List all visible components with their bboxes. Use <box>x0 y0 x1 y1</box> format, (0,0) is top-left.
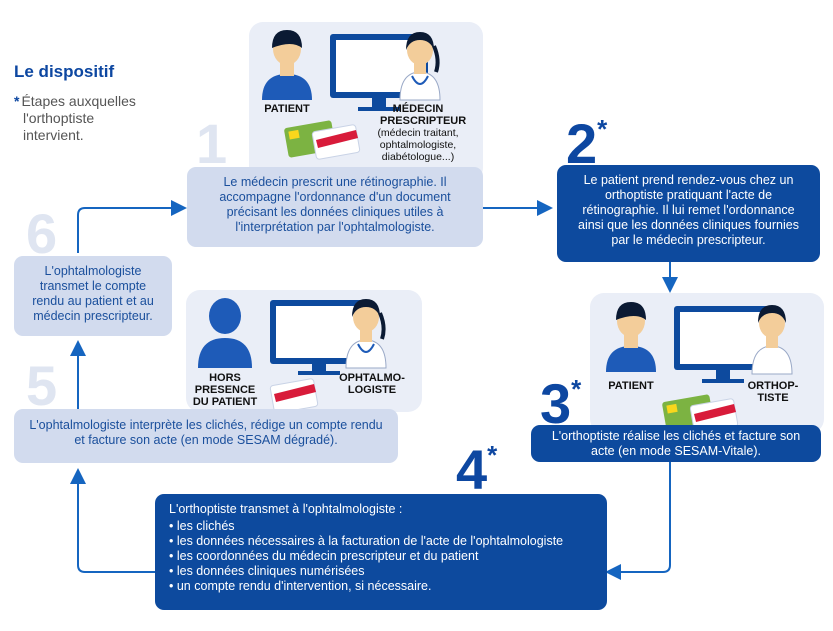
page-title: Le dispositif <box>14 62 115 81</box>
orthoptist-figure <box>751 305 793 375</box>
step-2-text: Le patient prend rendez-vous chez un ort… <box>578 173 799 247</box>
list-item: les données nécessaires à la facturation… <box>169 534 593 549</box>
step-3-box: L'orthoptiste réalise les clichés et fac… <box>531 425 821 462</box>
step-6-text: L'ophtalmologiste transmet le compte ren… <box>32 264 154 323</box>
vitale-card-icon-left <box>269 378 319 414</box>
vitale-card-icon-right <box>662 394 739 434</box>
vitale-card-icon <box>284 120 361 160</box>
ophtalmo-label: OPHTALMO-LOGISTE <box>339 372 405 396</box>
step-2-number: 2* <box>566 112 608 175</box>
monitor-icon-left <box>270 300 368 375</box>
arrow-6-1 <box>77 200 187 253</box>
legend-line-2: l'orthoptiste <box>23 110 95 126</box>
doctor-sublabel: (médecin traitant, ophtalmologiste, diab… <box>377 127 459 163</box>
patient-figure <box>262 30 312 100</box>
step-1-text: Le médecin prescrit une rétinographie. I… <box>219 175 451 234</box>
step-6-box: L'ophtalmologiste transmet le compte ren… <box>14 256 172 336</box>
step-5-text: L'ophtalmologiste interprète les clichés… <box>29 418 383 447</box>
patient-label-top: PATIENT <box>264 103 310 115</box>
step-3-number: 3* <box>540 372 582 435</box>
doctor-label: MÉDECIN PRESCRIPTEUR <box>380 103 467 127</box>
orthoptist-label: ORTHOP-TISTE <box>747 380 799 404</box>
step-1-number: 1 <box>196 112 228 175</box>
legend-line-1: Étapes auxquelles <box>21 93 136 109</box>
absent-patient-label: HORS PRESENCE DU PATIENT <box>192 372 258 408</box>
patient-figure-right <box>606 302 656 372</box>
step-6-number: 6 <box>26 202 58 265</box>
doctor-figure <box>399 32 441 101</box>
monitor-icon-right <box>674 306 772 383</box>
list-item: un compte rendu d'intervention, si néces… <box>169 579 593 594</box>
legend: *Étapes auxquelles l'orthoptiste intervi… <box>14 93 174 144</box>
step-2-box: Le patient prend rendez-vous chez un ort… <box>557 165 820 262</box>
patient-label-right: PATIENT <box>608 380 654 392</box>
step-4-intro: L'orthoptiste transmet à l'ophtalmologis… <box>169 502 403 516</box>
step-5-box: L'ophtalmologiste interprète les clichés… <box>14 409 398 463</box>
list-item: les coordonnées du médecin prescripteur … <box>169 549 593 564</box>
list-item: les clichés <box>169 519 593 534</box>
list-item: les données cliniques numérisées <box>169 564 593 579</box>
step-4-box: L'orthoptiste transmet à l'ophtalmologis… <box>155 494 607 610</box>
step-4-number: 4* <box>456 438 498 501</box>
ophthalmologist-figure <box>345 299 387 369</box>
arrow-4-5 <box>70 468 155 573</box>
legend-line-3: intervient. <box>23 127 84 143</box>
legend-star: * <box>14 93 20 109</box>
step-3-text: L'orthoptiste réalise les clichés et fac… <box>551 429 801 458</box>
arrow-3-4 <box>605 462 671 580</box>
step-4-list: les clichés les données nécessaires à la… <box>169 519 593 594</box>
step-5-number: 5 <box>26 354 58 417</box>
step-1-box: Le médecin prescrit une rétinographie. I… <box>187 167 483 247</box>
absent-patient-silhouette <box>198 298 252 368</box>
